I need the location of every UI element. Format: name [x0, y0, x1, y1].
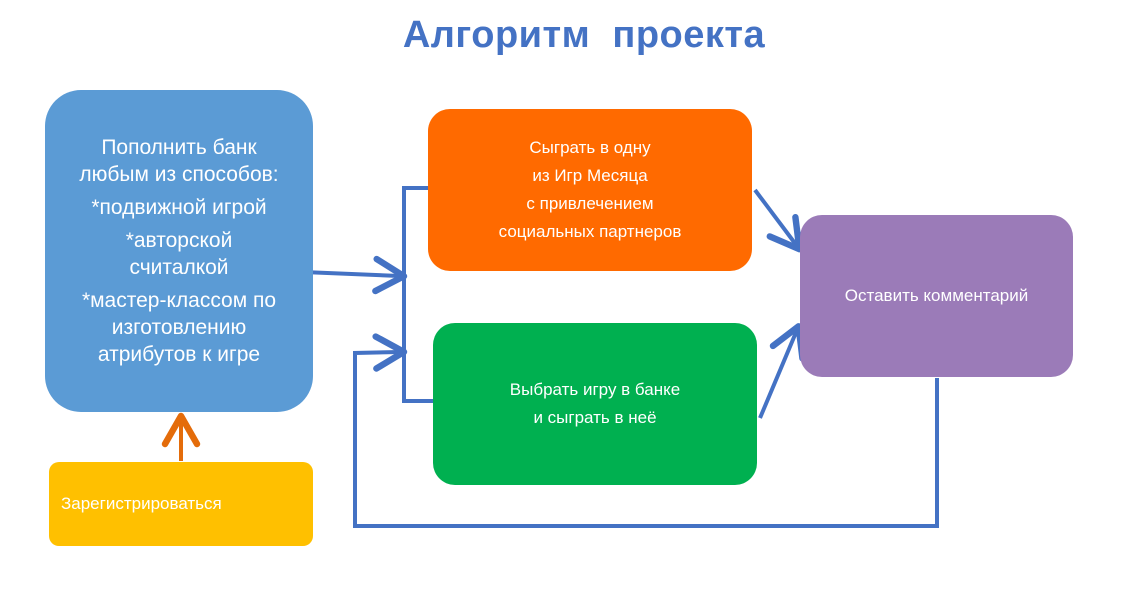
node-text-line: Зарегистрироваться — [61, 494, 222, 513]
arrow-choose-game-to-comment — [758, 323, 806, 419]
arrow-feedback-loop — [353, 333, 939, 528]
node-text-line: *мастер-классом по — [81, 289, 277, 312]
node-text-line: из Игр Месяца — [532, 166, 648, 185]
node-register: Зарегистрироваться — [49, 462, 313, 546]
node-text-line: с привлечением — [526, 194, 654, 213]
node-text-line: *подвижной игрой — [91, 196, 267, 219]
diagram-title: Алгоритм проекта — [402, 14, 766, 56]
node-text-line: считалкой — [129, 256, 229, 279]
node-play-month-game: Сыграть в одну из Игр Месяца с привлечен… — [428, 109, 752, 271]
node-text-line: и сыграть в неё — [533, 408, 657, 427]
bracket-options — [402, 186, 433, 403]
node-text-line: Оставить комментарий — [844, 286, 1029, 305]
node-text-line: любым из способов: — [79, 163, 279, 186]
arrow-play-month-to-comment — [753, 188, 803, 253]
node-text-line: социальных партнеров — [498, 222, 682, 241]
node-text-line: изготовлению — [111, 316, 247, 339]
node-leave-comment: Оставить комментарий — [800, 215, 1073, 377]
node-text-line: Сыграть в одну — [529, 138, 651, 157]
node-replenish-bank: Пополнить банк любым из способов: *подви… — [45, 90, 313, 412]
node-choose-game: Выбрать игру в банке и сыграть в неё — [433, 323, 757, 485]
node-text-line: Пополнить банк — [101, 136, 257, 159]
node-text-line: Выбрать игру в банке — [509, 380, 681, 399]
node-text-line: *авторской — [125, 229, 233, 252]
arrow-bank-to-options — [302, 255, 408, 295]
node-text-line: атрибутов к игре — [97, 343, 261, 366]
